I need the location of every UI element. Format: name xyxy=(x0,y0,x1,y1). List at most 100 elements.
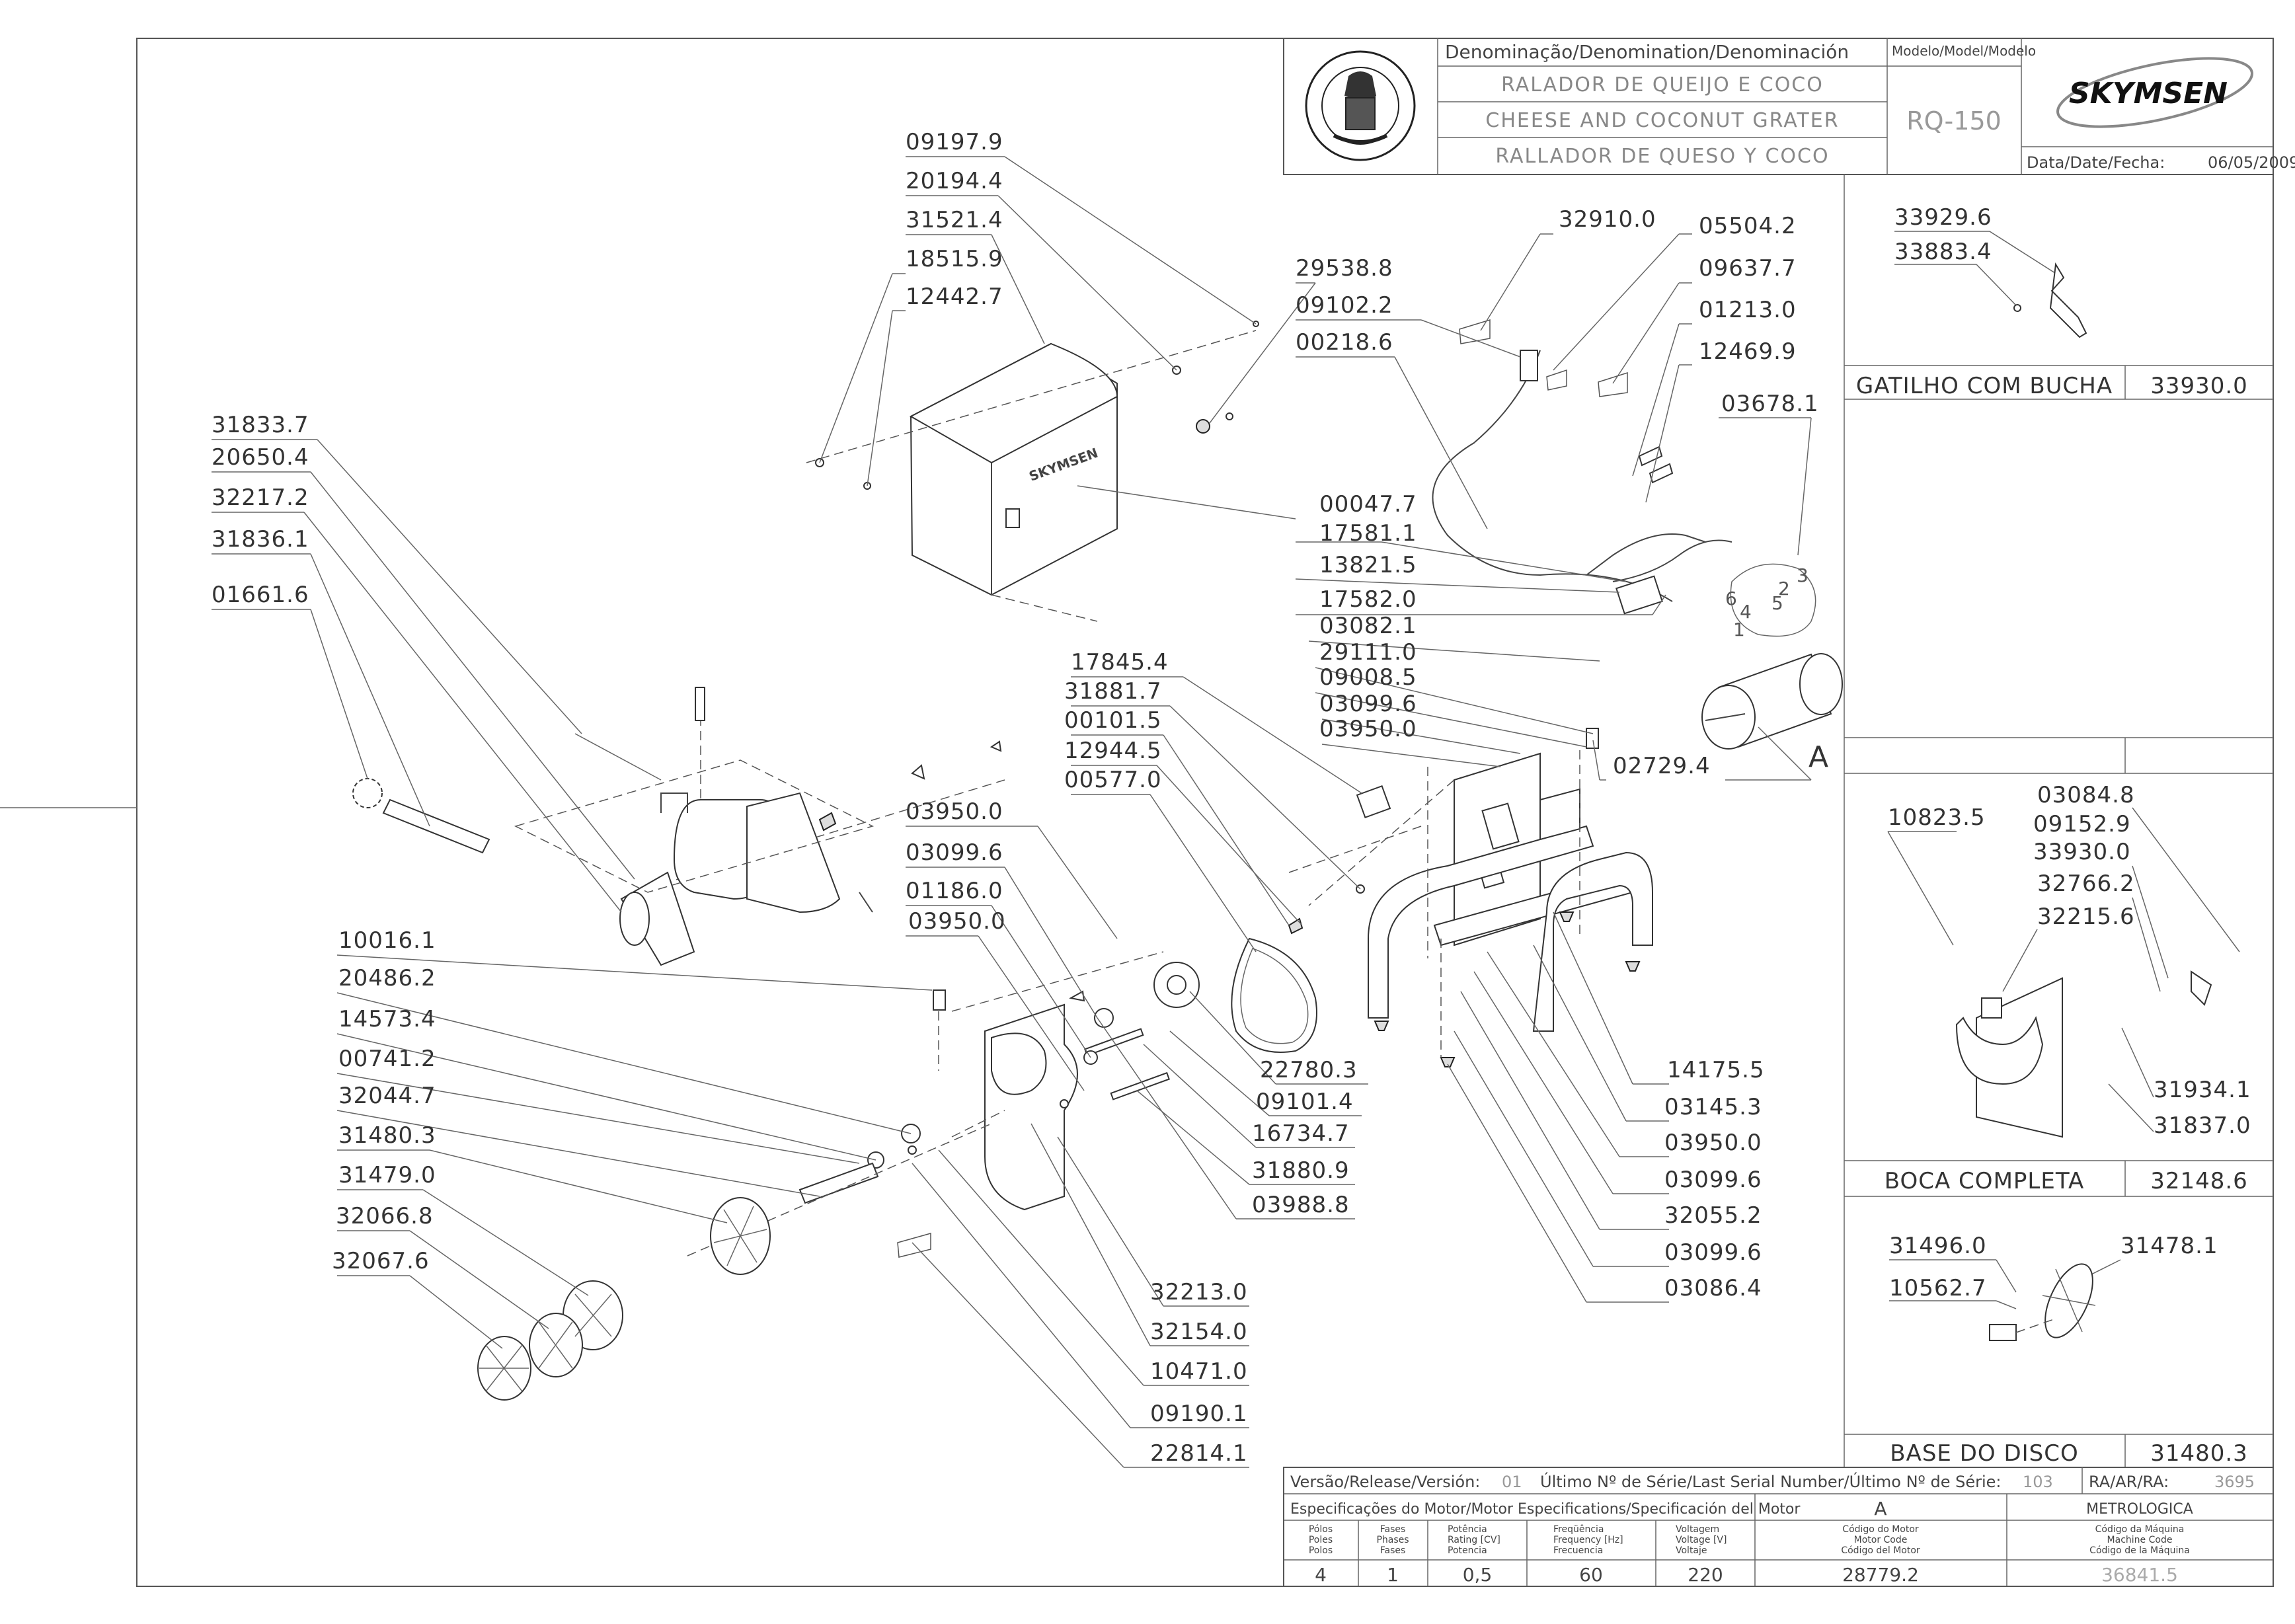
svg-text:Rating [CV]: Rating [CV] xyxy=(1448,1535,1500,1545)
poles-value: 4 xyxy=(1315,1564,1327,1586)
spec-values: 4 1 0,5 60 220 28779.2 36841.5 xyxy=(1315,1564,2178,1586)
boca-part-2: 03084.8 xyxy=(2037,782,2135,808)
exploded-view-geometry: SKYMSEN 1 2 3 4 5 6 xyxy=(212,156,1843,1468)
detail-panels: GATILHO COM BUCHA 33930.0 BOCA COMPLETA … xyxy=(1844,174,2273,1467)
svg-text:Voltaje: Voltaje xyxy=(1676,1545,1707,1556)
part-label: 32055.2 xyxy=(1664,1202,1762,1229)
svg-text:Polos: Polos xyxy=(1309,1545,1333,1556)
part-label: 00047.7 xyxy=(1319,491,1417,518)
svg-text:Frequency [Hz]: Frequency [Hz] xyxy=(1553,1535,1623,1545)
part-label: 03988.8 xyxy=(1252,1192,1350,1218)
ra-value: 3695 xyxy=(2214,1473,2255,1491)
part-label: 09101.4 xyxy=(1256,1089,1354,1115)
svg-text:Código do Motor: Código do Motor xyxy=(1842,1524,1919,1535)
part-label: 12469.9 xyxy=(1699,338,1797,365)
boca-part-4: 33930.0 xyxy=(2033,839,2131,865)
base-part-2: 31478.1 xyxy=(2120,1233,2218,1259)
part-label: 20194.4 xyxy=(906,168,1003,194)
version-label: Versão/Release/Versión: xyxy=(1290,1473,1480,1491)
part-label: 22780.3 xyxy=(1260,1057,1358,1083)
part-label: 18515.9 xyxy=(906,246,1003,272)
svg-text:Código del Motor: Código del Motor xyxy=(1841,1545,1920,1556)
wire-4: 4 xyxy=(1740,601,1752,623)
part-label: 20650.4 xyxy=(212,444,309,471)
svg-text:Frecuencia: Frecuencia xyxy=(1553,1545,1603,1556)
part-label: 22814.1 xyxy=(1150,1440,1248,1467)
part-label: 03678.1 xyxy=(1721,391,1819,417)
denomination-header: Denominação/Denomination/Denominación xyxy=(1445,41,1849,63)
part-label: 14175.5 xyxy=(1667,1057,1765,1083)
ra-label: RA/AR/RA: xyxy=(2089,1473,2169,1491)
part-label: 20486.2 xyxy=(338,965,436,991)
panel-boca-name: BOCA COMPLETA xyxy=(1885,1168,2084,1194)
part-label: 03099.6 xyxy=(1664,1167,1762,1193)
wire-6: 6 xyxy=(1725,588,1737,609)
panel-boca-code: 32148.6 xyxy=(2150,1168,2248,1194)
svg-text:Phases: Phases xyxy=(1376,1535,1409,1545)
svg-text:SKYMSEN: SKYMSEN xyxy=(2069,77,2228,110)
model-code: RQ-150 xyxy=(1906,106,2002,135)
part-label: 09102.2 xyxy=(1296,292,1393,319)
panel-base-name: BASE DO DISCO xyxy=(1890,1440,2079,1467)
authorized-service-seal xyxy=(1305,50,1416,161)
part-label: 03950.0 xyxy=(908,908,1006,935)
boca-part-1: 10823.5 xyxy=(1888,804,1986,831)
part-label: 00577.0 xyxy=(1064,767,1162,793)
part-label: 09190.1 xyxy=(1150,1401,1248,1427)
part-label: 31880.9 xyxy=(1252,1157,1350,1184)
svg-text:Código de la Máquina: Código de la Máquina xyxy=(2089,1545,2190,1556)
svg-text:Voltage [V]: Voltage [V] xyxy=(1676,1535,1727,1545)
part-label: 09637.7 xyxy=(1699,255,1797,282)
boca-part-6: 32215.6 xyxy=(2037,904,2135,930)
motor-letter: A xyxy=(1874,1498,1887,1520)
motor-spec-block: Versão/Release/Versión: 01 Último Nº de … xyxy=(1283,1467,2274,1587)
part-label: 00218.6 xyxy=(1296,329,1393,356)
svg-text:Potencia: Potencia xyxy=(1448,1545,1487,1556)
part-label: 32910.0 xyxy=(1559,206,1656,233)
part-label: 05504.2 xyxy=(1699,213,1797,239)
motor-manufacturer: METROLOGICA xyxy=(2086,1501,2193,1518)
part-label: 32217.2 xyxy=(212,484,309,511)
part-label: 09008.5 xyxy=(1319,664,1417,691)
part-label: 32044.7 xyxy=(338,1083,436,1109)
part-label: 01661.6 xyxy=(212,582,309,608)
part-label: 29111.0 xyxy=(1319,639,1417,666)
rating-value: 0,5 xyxy=(1463,1564,1493,1586)
part-label: 03099.6 xyxy=(1664,1239,1762,1266)
voltage-value: 220 xyxy=(1688,1564,1723,1586)
drawing-border xyxy=(136,38,2274,1587)
spec-headers: Pólos Poles Polos Fases Phases Fases Pot… xyxy=(1309,1524,2190,1556)
part-label: 31479.0 xyxy=(338,1162,436,1188)
wire-5: 5 xyxy=(1771,592,1783,614)
product-name-pt: RALADOR DE QUEIJO E COCO xyxy=(1501,73,1824,97)
model-header: Modelo/Model/Modelo xyxy=(1892,43,2036,59)
product-name-en: CHEESE AND COCONUT GRATER xyxy=(1485,109,1839,132)
svg-text:Motor Code: Motor Code xyxy=(1854,1535,1908,1545)
version-value: 01 xyxy=(1502,1473,1522,1491)
leader-lines xyxy=(212,156,1812,1468)
part-label: 12442.7 xyxy=(906,284,1003,310)
wire-1: 1 xyxy=(1733,619,1745,640)
panel-gatilho-name: GATILHO COM BUCHA xyxy=(1856,373,2113,399)
part-label: 32067.6 xyxy=(332,1248,430,1274)
gatilho-part-2: 33883.4 xyxy=(1894,239,1992,265)
svg-text:Poles: Poles xyxy=(1309,1535,1333,1545)
part-label: 00741.2 xyxy=(338,1046,436,1072)
base-part-1: 31496.0 xyxy=(1889,1233,1987,1259)
svg-text:Fases: Fases xyxy=(1380,1545,1406,1556)
svg-text:Potência: Potência xyxy=(1448,1524,1487,1535)
part-label: 03086.4 xyxy=(1664,1275,1762,1301)
part-label: 32154.0 xyxy=(1150,1319,1248,1345)
wire-2: 2 xyxy=(1778,578,1790,599)
boca-part-3: 09152.9 xyxy=(2033,811,2131,837)
date-value: 06/05/2009 xyxy=(2208,153,2295,172)
part-label: 03082.1 xyxy=(1319,613,1417,639)
serial-label: Último Nº de Série/Last Serial Number/Úl… xyxy=(1540,1471,2001,1491)
part-label: 03099.6 xyxy=(1319,691,1417,717)
part-label: 01213.0 xyxy=(1699,297,1797,323)
boca-part-5: 32766.2 xyxy=(2037,870,2135,897)
part-label: 03950.0 xyxy=(1664,1130,1762,1156)
product-name-es: RALLADOR DE QUESO Y COCO xyxy=(1495,145,1829,168)
svg-text:Voltagem: Voltagem xyxy=(1676,1524,1719,1535)
